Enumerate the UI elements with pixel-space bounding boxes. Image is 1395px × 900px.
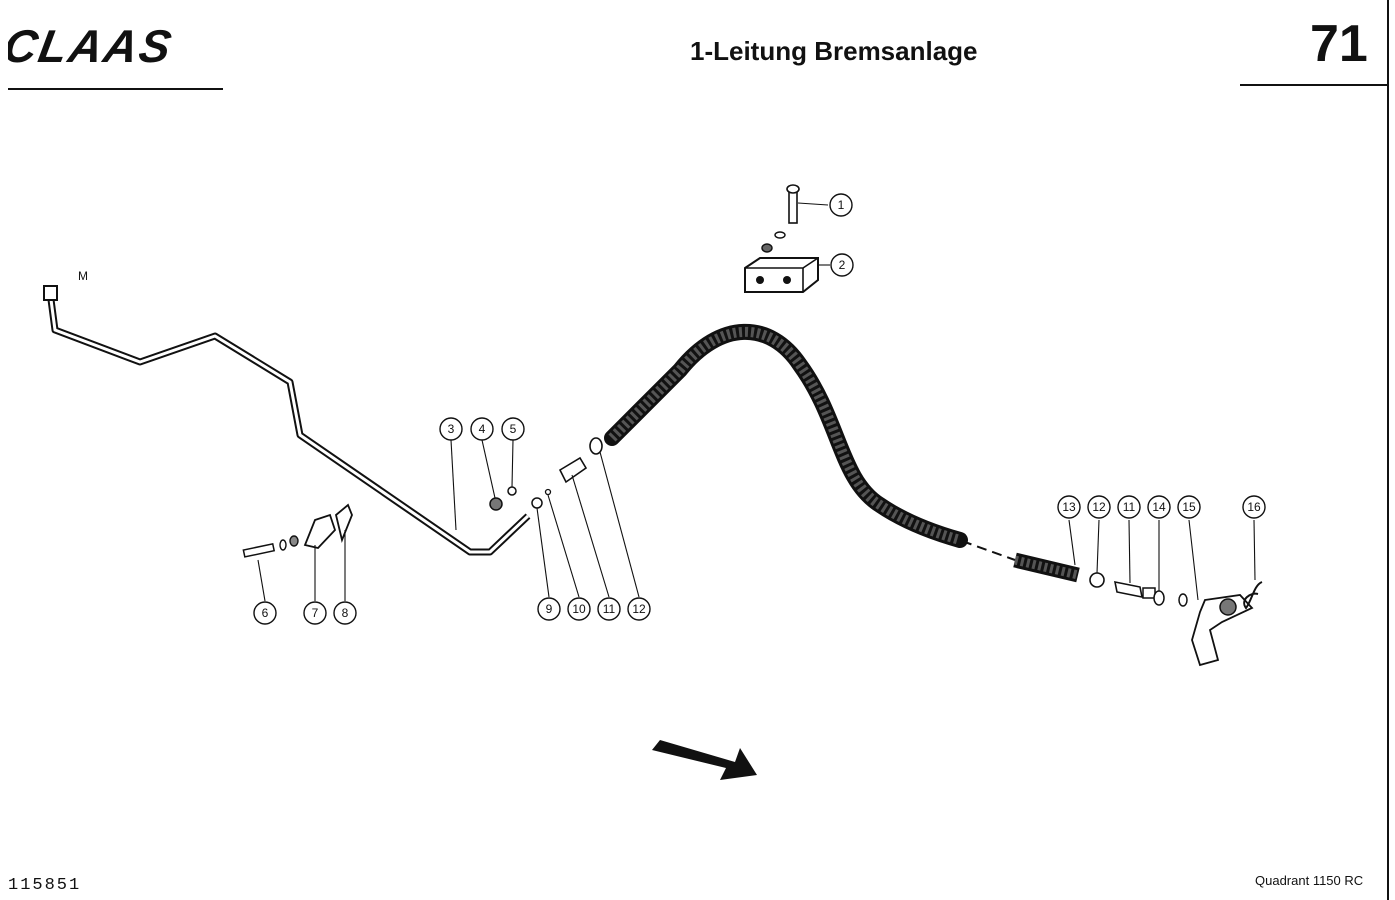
svg-text:16: 16 [1247, 500, 1261, 514]
callout-15: 15 [1177, 495, 1201, 519]
sheet-border [1387, 0, 1389, 900]
svg-text:12: 12 [632, 602, 646, 616]
svg-text:11: 11 [603, 602, 616, 616]
svg-text:1: 1 [838, 198, 845, 212]
direction-arrow [652, 740, 757, 780]
svg-text:2: 2 [839, 258, 846, 272]
callout-11b: 11 [1117, 495, 1141, 519]
leader-lines [257, 202, 1256, 602]
svg-text:3: 3 [448, 422, 455, 436]
callout-4: 4 [470, 417, 494, 441]
callout-6: 6 [253, 601, 277, 625]
callout-1: 1 [829, 193, 853, 217]
svg-text:15: 15 [1182, 500, 1196, 514]
callout-13: 13 [1057, 495, 1081, 519]
bracket-parts-6-8 [242, 503, 353, 558]
bolt-1 [761, 184, 800, 253]
svg-text:7: 7 [312, 606, 319, 620]
callout-3: 3 [439, 417, 463, 441]
callout-5: 5 [501, 417, 525, 441]
svg-text:12: 12 [1092, 500, 1106, 514]
callout-14: 14 [1147, 495, 1171, 519]
header-rule-right [1240, 84, 1388, 86]
claas-logo: CLAAS [8, 24, 177, 68]
pipe-fittings-4-12 [489, 437, 603, 511]
callout-8: 8 [333, 601, 357, 625]
callout-12: 12 [627, 597, 651, 621]
callout-7: 7 [303, 601, 327, 625]
callout-2: 2 [830, 253, 854, 277]
svg-text:CLAAS: CLAAS [8, 24, 177, 68]
callout-16: 16 [1242, 495, 1266, 519]
callout-9: 9 [537, 597, 561, 621]
drawing-id: 115851 [8, 876, 82, 895]
svg-text:10: 10 [572, 602, 586, 616]
svg-text:9: 9 [546, 602, 553, 616]
svg-text:8: 8 [342, 606, 349, 620]
callout-10: 10 [567, 597, 591, 621]
page-title: 1-Leitung Bremsanlage [690, 36, 978, 66]
header-rule-left [8, 88, 223, 90]
machine-model: Quadrant 1150 RC [1255, 873, 1364, 888]
svg-text:11: 11 [1123, 500, 1136, 514]
pipe-end-label: M [78, 269, 88, 283]
callout-12b: 12 [1087, 495, 1111, 519]
svg-text:5: 5 [510, 422, 517, 436]
page-number: 71 [1310, 15, 1368, 73]
clamp-block-2 [744, 257, 819, 293]
coupling-parts-11-16 [1089, 572, 1263, 667]
callout-11: 11 [597, 597, 621, 621]
brake-hose [604, 323, 1080, 583]
svg-text:14: 14 [1152, 500, 1166, 514]
svg-text:6: 6 [262, 606, 269, 620]
svg-text:4: 4 [479, 422, 486, 436]
svg-text:13: 13 [1062, 500, 1076, 514]
brake-pipe: M [43, 269, 531, 556]
